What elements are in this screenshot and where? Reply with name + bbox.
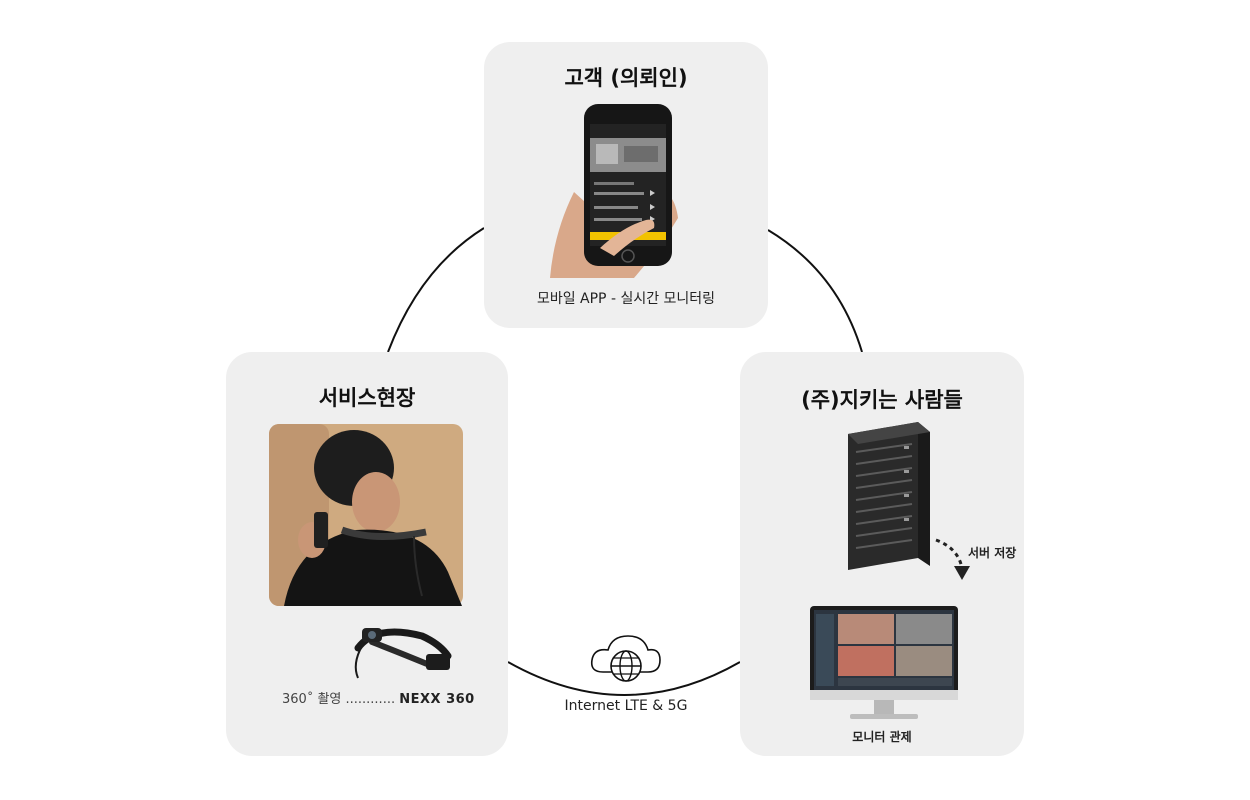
monitor-image <box>810 606 958 719</box>
server-rack-image <box>848 422 930 570</box>
phone-in-hand-image <box>550 104 678 278</box>
field-worker-photo <box>269 424 463 606</box>
customer-caption: 모바일 APP - 실시간 모니터링 <box>536 291 716 307</box>
company-title: (주)지키는 사람들 <box>801 388 963 412</box>
customer-title: 고객 (의뢰인) <box>564 66 688 90</box>
monitor-label: 모니터 관제 <box>852 730 912 744</box>
field-title: 서비스현장 <box>318 386 416 410</box>
server-label: 서버 저장 <box>968 546 1017 560</box>
network-label: Internet LTE & 5G <box>564 698 688 714</box>
device-name: NEXX 360 <box>399 692 475 707</box>
device-caption: 360˚ 촬영 ............ NEXX 360 <box>282 688 475 707</box>
arc-field-customer <box>387 227 485 353</box>
server-to-monitor-arrow <box>935 538 970 580</box>
field-card: 서비스현장 360˚ 촬영 ............ NEXX 360 <box>226 352 508 756</box>
device-caption-prefix: 360˚ 촬영 ............ <box>282 692 396 707</box>
arc-customer-company <box>767 229 863 353</box>
customer-card: 고객 (의뢰인) 모바일 APP - 실시간 모니터링 <box>484 42 768 328</box>
nexx360-device-image <box>354 628 452 679</box>
arc-field-company <box>507 661 741 696</box>
company-card: (주)지키는 사람들 서버 저장 <box>740 352 1024 756</box>
